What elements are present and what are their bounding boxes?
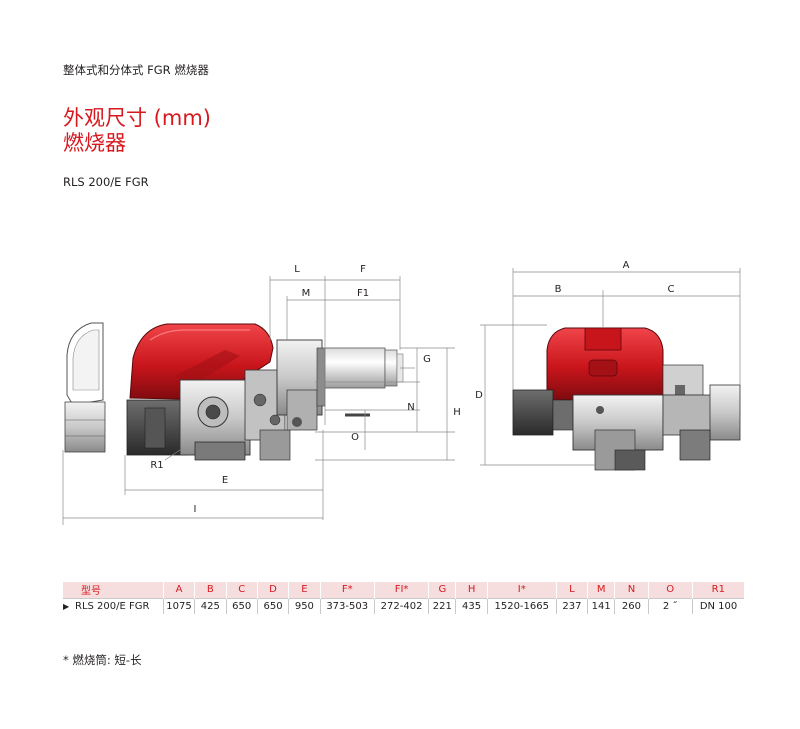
- col-header-I: I*: [487, 582, 557, 598]
- footnote: * 燃烧筒: 短-长: [63, 653, 142, 667]
- cell-H: 435: [455, 597, 488, 614]
- col-header-F: F*: [320, 582, 375, 598]
- cell-FI: 272-402: [373, 597, 429, 614]
- cell-R1: DN 100: [691, 597, 745, 614]
- label-R1: R1: [150, 460, 163, 471]
- label-G: G: [423, 354, 431, 365]
- dimensions-table: 型号 A B C D E F* FI* G H I* L M N O R1 ▶R…: [63, 582, 746, 614]
- col-header-O: O: [648, 582, 693, 598]
- cell-M: 141: [587, 597, 615, 614]
- label-M: M: [302, 288, 311, 299]
- cell-E: 950: [288, 597, 321, 614]
- front-view-dimensions: [480, 268, 741, 466]
- cell-L: 237: [555, 597, 588, 614]
- cell-C: 650: [225, 597, 258, 614]
- model-name: RLS 200/E FGR: [63, 175, 149, 189]
- cell-A: 1075: [162, 597, 195, 614]
- col-header-model: 型号: [63, 582, 164, 598]
- col-header-G: G: [428, 582, 457, 598]
- label-O: O: [351, 432, 359, 443]
- col-header-B: B: [194, 582, 227, 598]
- label-F: F: [360, 264, 366, 275]
- col-header-C: C: [226, 582, 258, 598]
- label-D: D: [475, 390, 483, 401]
- col-header-A: A: [163, 582, 196, 598]
- dimension-drawing: L F M F1 G N H O E I R1: [62, 260, 741, 525]
- page-title: 外观尺寸 (mm) 燃烧器: [63, 106, 211, 156]
- side-view-dimensions: [62, 276, 455, 525]
- cell-B: 425: [194, 597, 227, 614]
- col-header-H: H: [455, 582, 488, 598]
- burner-front-view: [512, 327, 741, 471]
- table-header-row: 型号 A B C D E F* FI* G H I* L M N O R1: [63, 582, 746, 598]
- burner-side-view: [64, 322, 404, 461]
- cell-F: 373-503: [319, 597, 375, 614]
- cell-D: 650: [256, 597, 289, 614]
- label-C: C: [668, 284, 675, 295]
- label-I: I: [194, 504, 197, 515]
- front-view-labels: A B C D: [475, 260, 674, 401]
- col-header-D: D: [257, 582, 290, 598]
- col-header-L: L: [556, 582, 589, 598]
- label-B: B: [555, 284, 562, 295]
- cell-N: 260: [614, 597, 649, 614]
- col-header-N: N: [614, 582, 649, 598]
- cell-model: ▶RLS 200/E FGR: [63, 597, 164, 614]
- label-L: L: [294, 264, 300, 275]
- row-marker-icon: ▶: [63, 601, 70, 611]
- cell-I: 1520-1665: [486, 597, 557, 614]
- document-subtitle: 整体式和分体式 FGR 燃烧器: [63, 63, 209, 77]
- label-E: E: [222, 475, 228, 486]
- col-header-FI: FI*: [374, 582, 430, 598]
- title-line-1: 外观尺寸 (mm): [63, 106, 211, 130]
- label-F1: F1: [357, 288, 369, 299]
- label-A: A: [623, 260, 630, 271]
- col-header-M: M: [587, 582, 616, 598]
- side-view-labels: L F M F1 G N H O E I R1: [150, 264, 460, 515]
- label-N: N: [407, 402, 414, 413]
- table-row: ▶RLS 200/E FGR 1075 425 650 650 950 373-…: [63, 597, 745, 614]
- label-H: H: [453, 407, 461, 418]
- title-line-2: 燃烧器: [63, 131, 126, 155]
- cell-O: 2 ˝: [647, 597, 693, 614]
- cell-G: 221: [428, 597, 456, 614]
- col-header-R1: R1: [692, 582, 746, 598]
- col-header-E: E: [288, 582, 321, 598]
